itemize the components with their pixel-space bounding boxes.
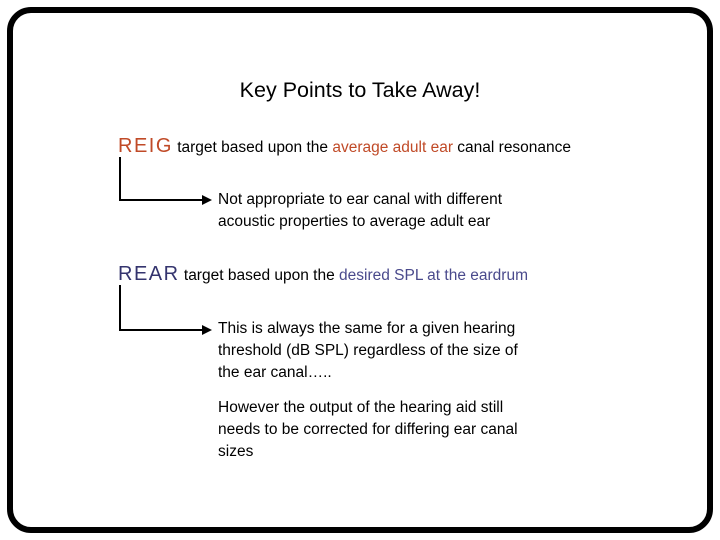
note-line: threshold (dB SPL) regardless of the siz… — [218, 342, 518, 359]
reig-note: Not appropriate to ear canal with differ… — [218, 189, 502, 233]
slide-title: Key Points to Take Away! — [239, 78, 481, 102]
reig-text-after: canal resonance — [452, 139, 572, 156]
reig-highlight: average adult ear — [332, 139, 453, 156]
note-line: This is always the same for a given hear… — [218, 320, 516, 337]
rear-statement: REAR target based upon the desired SPL a… — [118, 263, 528, 286]
note-line: needs to be corrected for differing ear … — [218, 421, 518, 438]
reig-term: REIG — [118, 135, 173, 157]
rear-connector-vertical-line — [119, 285, 121, 331]
note-line: acoustic properties to average adult ear — [218, 213, 491, 230]
rear-text-before: target based upon the — [179, 267, 340, 284]
rear-arrowhead-icon — [202, 324, 212, 335]
note-line: Not appropriate to ear canal with differ… — [218, 191, 503, 208]
rear-note-first: This is always the same for a given hear… — [218, 318, 518, 384]
reig-text-before: target based upon the — [172, 139, 333, 156]
reig-statement: REIG target based upon the average adult… — [118, 135, 571, 158]
reig-connector-horizontal-line — [119, 199, 202, 201]
rear-connector-horizontal-line — [119, 329, 202, 331]
reig-connector-vertical-line — [119, 157, 121, 201]
note-line: the ear canal….. — [218, 364, 332, 381]
rear-highlight: desired SPL at the eardrum — [339, 267, 528, 284]
note-line: sizes — [218, 443, 254, 460]
rear-note-second: However the output of the hearing aid st… — [218, 397, 518, 463]
reig-arrowhead-icon — [202, 194, 212, 205]
note-line: However the output of the hearing aid st… — [218, 399, 504, 416]
rear-term: REAR — [118, 263, 180, 285]
